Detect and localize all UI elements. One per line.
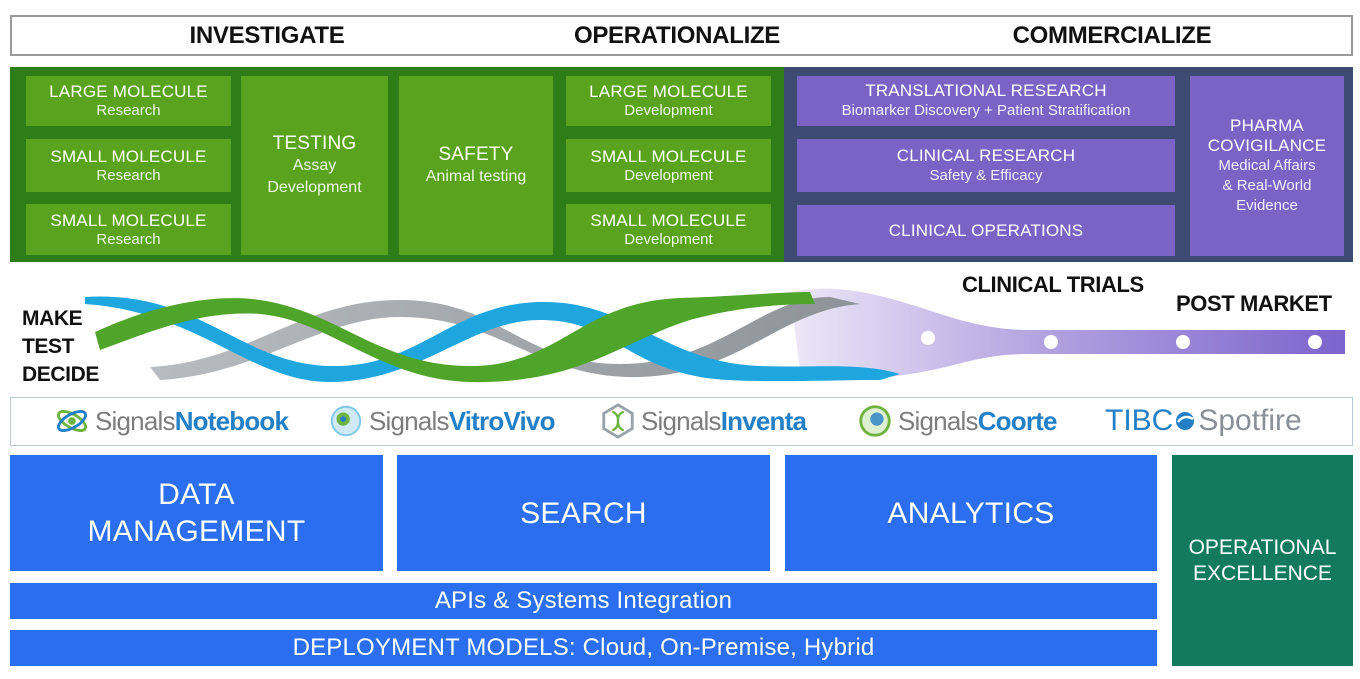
stage-clinical-operations: CLINICAL OPERATIONS [797,205,1175,256]
stage-subtitle: Animal testing [425,167,527,185]
search-block: SEARCH [397,455,770,571]
post-market-label: POST MARKET [1176,291,1332,316]
make-test-decide-label: MAKE TEST DECIDE [22,307,99,386]
stage-title: SAFETY [438,143,514,165]
helix-strand-green [95,292,815,383]
stage-small-molecule-research-2: SMALL MOLECULE Research [26,204,231,255]
tibco-spotfire-logo: TIBC Spotfire [1105,398,1302,444]
stage-translational-research: TRANSLATIONAL RESEARCH Biomarker Discove… [797,76,1175,126]
clinical-trials-label: CLINICAL TRIALS [962,272,1144,297]
post-market-tail [790,288,1345,379]
stage-title: SMALL MOLECULE [50,146,207,166]
stage-title: LARGE MOLECULE [589,82,748,101]
tibco-swoosh-icon [1176,412,1195,430]
stage-title: TESTING [272,132,357,154]
analytics-block: ANALYTICS [785,455,1157,571]
logo-name: Coorte [977,405,1058,436]
timeline-marker [1308,335,1322,349]
logo-prefix: TIBC [1105,404,1174,437]
timeline-marker [1176,335,1190,349]
stage-subtitle: Development [624,166,713,184]
stage-title: SMALL MOLECULE [590,210,747,230]
stage-title: TRANSLATIONAL RESEARCH [865,81,1107,100]
stage-title: SMALL MOLECULE [590,146,747,166]
timeline-marker [921,331,935,345]
helix-strand-blue [85,296,900,382]
apis-integration-bar: APIs & Systems Integration [10,583,1157,619]
stage-large-molecule-development: LARGE MOLECULE Development [566,76,771,126]
stage-pharmacovigilance: PHARMA COVIGILANCE Medical Affairs & Rea… [1190,76,1344,256]
logo-name: Spotfire [1198,404,1302,437]
stage-safety: SAFETY Animal testing [399,76,553,255]
logo-prefix: Signals [95,405,175,436]
logo-prefix: Signals [369,405,449,436]
ring-icon [859,405,891,437]
stage-subtitle: Safety & Efficacy [929,166,1043,184]
phase-commercialize: COMMERCIALIZE [1012,21,1212,49]
stage-title: CLINICAL OPERATIONS [888,220,1084,240]
helix-graphic [85,288,1345,383]
logo-name: Inventa [720,405,807,436]
stage-small-molecule-development-2: SMALL MOLECULE Development [566,204,771,255]
logo-name: Notebook [174,405,289,436]
stage-clinical-research: CLINICAL RESEARCH Safety & Efficacy [797,139,1175,192]
stage-subtitle: Development [624,102,713,119]
phase-operationalize: OPERATIONALIZE [573,21,781,49]
stage-subtitle: Research [96,166,161,184]
operational-excellence-block: OPERATIONAL EXCELLENCE [1172,455,1353,666]
stage-large-molecule-research: LARGE MOLECULE Research [26,76,231,126]
phase-header: INVESTIGATE OPERATIONALIZE COMMERCIALIZE [10,15,1353,56]
stage-subtitle: Medical Affairs & Real-World Evidence [1218,157,1316,214]
logo-prefix: Signals [641,405,721,436]
timeline-marker [1044,335,1058,349]
atom-icon [56,410,88,432]
stage-title: SMALL MOLECULE [50,210,207,230]
cell-icon [330,405,362,437]
logo-name: VitroVivo [448,405,556,436]
stage-title: CLINICAL RESEARCH [896,145,1076,165]
stage-small-molecule-development-1: SMALL MOLECULE Development [566,139,771,192]
stage-testing: TESTING Assay Development [241,76,388,255]
stage-title: LARGE MOLECULE [49,82,208,101]
dna-hexagon-icon [602,403,634,439]
deployment-models-bar: DEPLOYMENT MODELS: Cloud, On-Premise, Hy… [10,630,1157,666]
stage-title: PHARMA COVIGILANCE [1207,116,1327,155]
stage-small-molecule-research-1: SMALL MOLECULE Research [26,139,231,192]
stage-subtitle: Research [96,102,161,119]
stage-subtitle: Assay Development [267,156,362,196]
logo-prefix: Signals [898,405,978,436]
stage-subtitle: Research [96,230,161,248]
stage-subtitle: Development [624,230,713,248]
data-management-block: DATA MANAGEMENT [10,455,383,571]
phase-investigate: INVESTIGATE [189,21,345,49]
stage-subtitle: Biomarker Discovery + Patient Stratifica… [841,102,1131,119]
